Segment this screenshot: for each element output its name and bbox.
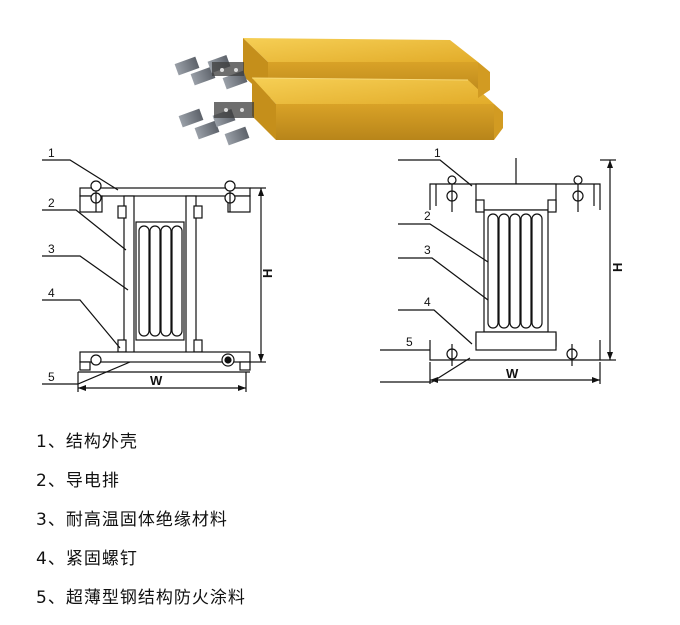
right-callout-3: 3 (424, 243, 431, 257)
left-section-view (42, 159, 266, 392)
terminal-group-lower (178, 102, 254, 146)
left-callout-5: 5 (48, 370, 55, 384)
right-section-view (380, 158, 616, 384)
busway-product-illustration (174, 38, 503, 146)
right-height-label: H (610, 263, 625, 272)
legend-item-2: 2、导电排 (36, 471, 120, 491)
left-callout-3: 3 (48, 242, 55, 256)
right-callout-1: 1 (434, 146, 441, 160)
right-view-labels: 1 2 3 4 5 W H (406, 146, 625, 381)
legend-item-4: 4、紧固螺钉 (36, 549, 138, 569)
right-width-label: W (506, 366, 519, 381)
legend-item-1: 1、结构外壳 (36, 432, 138, 452)
right-callout-2: 2 (424, 209, 431, 223)
left-callout-1: 1 (48, 146, 55, 160)
right-callout-4: 4 (424, 295, 431, 309)
left-view-labels: 1 2 3 4 5 W H (48, 146, 275, 388)
parts-legend: 1、结构外壳 2、导电排 3、耐高温固体绝缘材料 4、紧固螺钉 5、超薄型钢结构… (36, 430, 246, 625)
legend-item-5: 5、超薄型钢结构防火涂料 (36, 588, 246, 608)
left-callout-2: 2 (48, 196, 55, 210)
right-callout-5: 5 (406, 335, 413, 349)
legend-item-3: 3、耐高温固体绝缘材料 (36, 510, 228, 530)
terminal-group-upper (174, 54, 248, 90)
left-height-label: H (260, 269, 275, 278)
left-width-label: W (150, 373, 163, 388)
left-callout-4: 4 (48, 286, 55, 300)
